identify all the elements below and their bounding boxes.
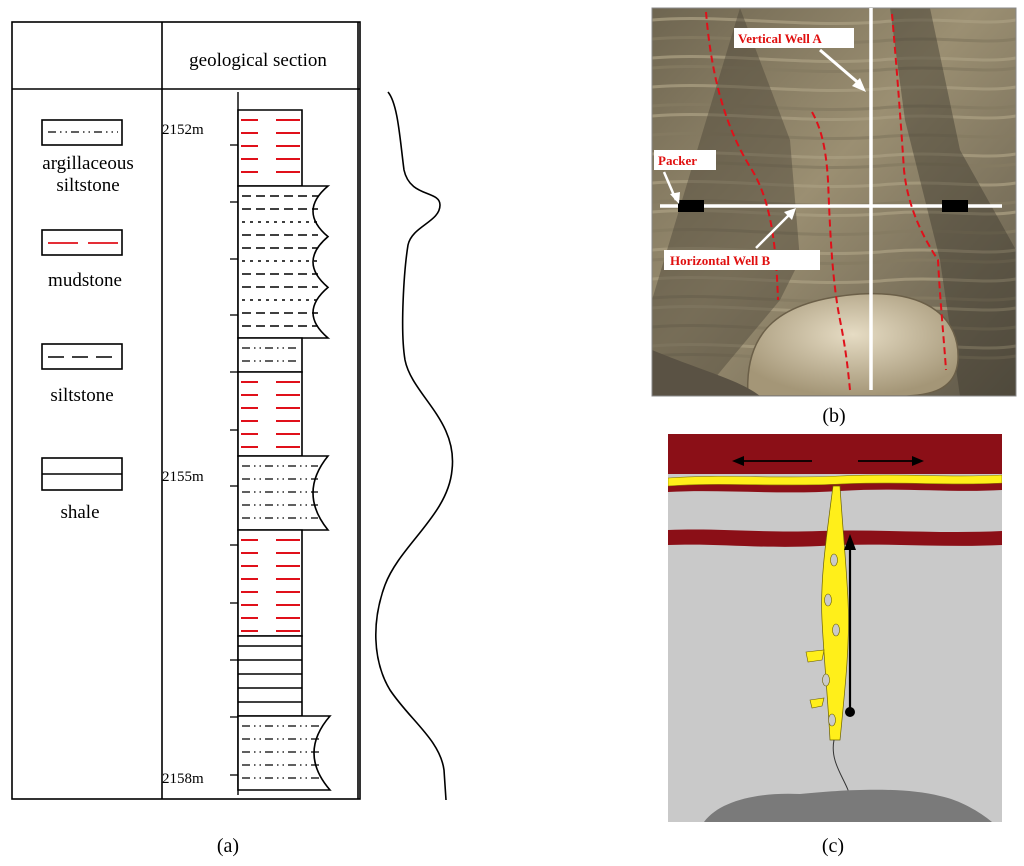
- lithology-bed-4: [237, 455, 330, 531]
- rock-stratum: [652, 179, 1016, 189]
- rock-stratum: [652, 54, 1016, 64]
- caption-b: (b): [822, 405, 845, 427]
- label-box-vertical-well: [734, 28, 854, 48]
- rock-stratum: [652, 246, 1016, 256]
- arrow-horizontal-well: [755, 211, 793, 249]
- legend-label-mudstone: mudstone: [48, 270, 122, 291]
- lithology-bed-3: [237, 371, 303, 457]
- ground-left: [652, 350, 760, 396]
- rock-stratum: [652, 16, 1016, 26]
- caption-c: (c): [822, 835, 844, 857]
- lithology-bed-7: [237, 715, 332, 791]
- legend-label-siltstone: siltstone: [50, 385, 113, 406]
- panel-a-frame: [11, 21, 361, 800]
- rock-stratum: [652, 227, 1016, 237]
- legend-label-argillaceous: argillaceous: [42, 153, 133, 174]
- photo-frame: [651, 7, 1017, 397]
- rock-stratum: [652, 275, 1016, 285]
- fracture-model: [668, 434, 1002, 822]
- lithology-bed-0: [237, 109, 303, 187]
- caption-a: (a): [217, 835, 239, 857]
- rock-stratum: [652, 64, 1016, 74]
- rock-shadow-left: [652, 8, 800, 396]
- top-red-layer: [668, 434, 1002, 474]
- fracture-inclusion-2: [832, 623, 840, 637]
- lithology-bed-5: [237, 529, 303, 637]
- arrowhead-vertical-well: [852, 78, 866, 92]
- horizontal-fracture: [668, 474, 1002, 487]
- depth-label-2152: 2152m: [162, 122, 204, 138]
- right-flow-arrowhead: [912, 456, 924, 466]
- fracture-branch-2: [809, 697, 825, 709]
- rock-stratum: [652, 208, 1016, 218]
- legend-label-siltstone-1: siltstone: [56, 175, 119, 196]
- label-box-horizontal-well: [664, 250, 820, 270]
- rock-strata: [652, 16, 1016, 362]
- panel-a: geological section 2152m 2155m 2158m arg…: [11, 21, 454, 857]
- fracture-trace-1: [705, 11, 779, 301]
- rock-stratum: [652, 102, 1016, 112]
- panel-b: Vertical Well A Packer Horizontal Well B…: [651, 7, 1017, 427]
- legend: argillaceous siltstone mudstone siltston…: [41, 119, 134, 523]
- arrowhead-horizontal-well: [784, 208, 796, 220]
- fracture-trace-3: [891, 13, 947, 371]
- packer-right: [942, 200, 968, 212]
- lithology-bed-2: [237, 337, 303, 373]
- growth-origin-dot: [845, 707, 855, 717]
- boulder: [747, 292, 959, 396]
- log-curve: [375, 91, 454, 801]
- rock-stratum: [652, 112, 1016, 122]
- rock-stratum: [652, 131, 1016, 141]
- label-horizontal-well-b: Horizontal Well B: [670, 253, 770, 268]
- fracture-inclusions: [822, 553, 840, 727]
- arrow-vertical-well: [819, 48, 863, 88]
- depth-label-2155: 2155m: [162, 469, 204, 485]
- label-packer: Packer: [658, 153, 697, 168]
- depth-label-2158: 2158m: [162, 771, 204, 787]
- label-vertical-well-a: Vertical Well A: [738, 31, 822, 46]
- panel-c: (c): [668, 434, 1002, 857]
- fracture-trace-2: [811, 111, 851, 391]
- fracture-branch-1: [805, 649, 825, 663]
- packer-left: [678, 200, 704, 212]
- growth-arrowhead: [844, 534, 856, 550]
- fracture-inclusion-1: [824, 593, 832, 607]
- base-rock: [704, 789, 992, 822]
- arrowhead-packer: [670, 192, 680, 204]
- legend-label-shale: shale: [60, 502, 99, 523]
- label-box-packer: [654, 150, 716, 170]
- lithology-column: [237, 109, 332, 791]
- fracture-inclusion-0: [830, 553, 838, 567]
- column-header: geological section: [189, 50, 327, 71]
- fracture-inclusion-4: [828, 713, 836, 727]
- lithology-bed-6: [237, 635, 303, 717]
- fracture-inclusion-3: [822, 673, 830, 687]
- left-flow-arrowhead: [732, 456, 744, 466]
